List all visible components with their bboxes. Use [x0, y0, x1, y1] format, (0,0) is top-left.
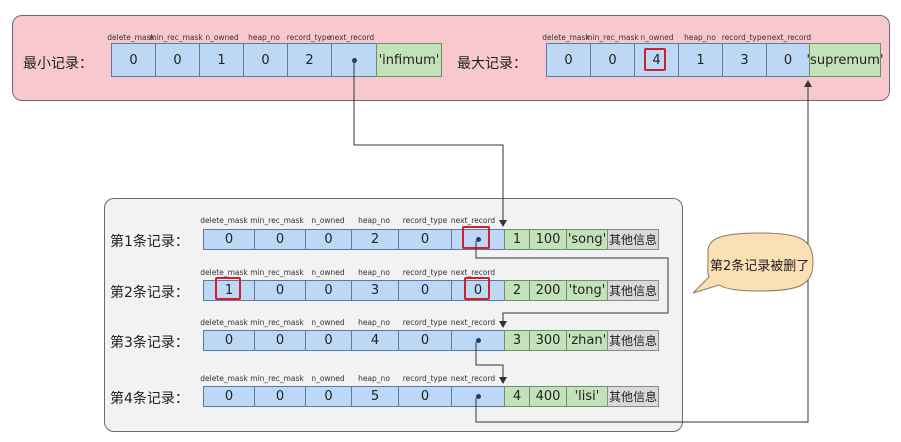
record-2-header-delete-mask: delete_mask — [200, 268, 248, 277]
record-4-num-cell: 400 — [529, 386, 567, 407]
record-2-other-cell: 其他信息 — [607, 280, 659, 301]
supremum-min-rec-mask-cell: 0 — [590, 43, 635, 77]
supremum-label: 最大记录： — [457, 56, 527, 72]
record-4-header-heap-no: heap_no — [358, 374, 390, 383]
supremum-header-delete-mask: delete_mask — [542, 33, 590, 42]
record-2-min-rec-mask-cell: 0 — [254, 280, 306, 301]
supremum-header-heap-no: heap_no — [684, 33, 716, 42]
record-3-other-cell: 其他信息 — [607, 330, 659, 351]
supremum-header-min-rec-mask: min_rec_mask — [585, 33, 639, 42]
record-2-next-record-highlight — [464, 277, 490, 300]
record-2-num-cell: 200 — [529, 280, 567, 301]
record-1-header-record-type: record_type — [402, 216, 448, 225]
record-3-label: 第3条记录： — [110, 335, 189, 351]
record-2-delete-mask-highlight — [215, 277, 241, 300]
arrow-record-1-to-record-3 — [475, 241, 669, 328]
callout-bubble — [692, 232, 814, 294]
record-4-label: 第4条记录： — [110, 391, 189, 407]
arrow-infimum-to-record-1 — [353, 63, 507, 227]
infimum-header-delete-mask: delete_mask — [107, 33, 155, 42]
infimum-header-n-owned: n_owned — [205, 33, 239, 42]
infimum-header-heap-no: heap_no — [248, 33, 280, 42]
record-1-id-cell: 1 — [504, 229, 530, 250]
infimum-header-record-type: record_type — [286, 33, 332, 42]
infimum-header-next-record: next_record — [329, 33, 375, 42]
record-1-header-min-rec-mask: min_rec_mask — [250, 216, 304, 225]
record-1-other-cell: 其他信息 — [607, 229, 659, 250]
record-1-next-record-cell — [451, 229, 505, 250]
infimum-heap-no-cell: 0 — [243, 43, 288, 77]
record-1-delete-mask-cell: 0 — [203, 229, 255, 250]
record-1-num-cell: 100 — [529, 229, 567, 250]
record-3-header-next-record: next_record — [450, 318, 496, 327]
record-2-header-next-record: next_record — [450, 268, 496, 277]
record-3-header-heap-no: heap_no — [358, 318, 390, 327]
infimum-min-rec-mask-cell: 0 — [155, 43, 200, 77]
supremum-data-cell: 'supremum' — [806, 43, 884, 77]
record-4-next-record-cell — [451, 386, 505, 407]
pointer-dot-icon — [351, 57, 357, 63]
record-2-header-heap-no: heap_no — [358, 268, 390, 277]
record-3-header-n-owned: n_owned — [311, 318, 345, 327]
supremum-header-next-record: next_record — [766, 33, 812, 42]
record-4-header-record-type: record_type — [402, 374, 448, 383]
supremum-record-type-cell: 3 — [722, 43, 767, 77]
record-4-header-n-owned: n_owned — [311, 374, 345, 383]
infimum-label: 最小记录： — [23, 56, 93, 72]
record-1-header-n-owned: n_owned — [311, 216, 345, 225]
record-2-id-cell: 2 — [504, 280, 530, 301]
pointer-dot-icon — [475, 237, 481, 242]
record-4-header-min-rec-mask: min_rec_mask — [250, 374, 304, 383]
infimum-n-owned-cell: 1 — [199, 43, 244, 77]
record-3-num-cell: 300 — [529, 330, 567, 351]
record-2-label: 第2条记录： — [110, 285, 189, 301]
pointer-dot-icon — [475, 338, 481, 343]
record-1-header-heap-no: heap_no — [358, 216, 390, 225]
callout-text: 第2条记录被删了 — [710, 259, 810, 274]
record-2-header-min-rec-mask: min_rec_mask — [250, 268, 304, 277]
infimum-delete-mask-cell: 0 — [111, 43, 156, 77]
record-3-header-delete-mask: delete_mask — [200, 318, 248, 327]
record-4-header-delete-mask: delete_mask — [200, 374, 248, 383]
supremum-delete-mask-cell: 0 — [546, 43, 591, 77]
record-3-next-record-cell — [451, 330, 505, 351]
infimum-data-cell: 'infimum' — [376, 43, 442, 77]
pointer-dot-icon — [475, 394, 481, 399]
record-4-other-cell: 其他信息 — [607, 386, 659, 407]
record-3-heap-no-cell: 4 — [351, 330, 399, 351]
arrow-record-3-to-record-4 — [475, 342, 507, 384]
record-3-header-min-rec-mask: min_rec_mask — [250, 318, 304, 327]
supremum-header-n-owned: n_owned — [640, 33, 674, 42]
supremum-n-owned-highlight — [644, 48, 666, 71]
supremum-header-record-type: record_type — [721, 33, 767, 42]
record-4-header-next-record: next_record — [450, 374, 496, 383]
record-1-header-delete-mask: delete_mask — [200, 216, 248, 225]
infimum-header-min-rec-mask: min_rec_mask — [149, 33, 203, 42]
record-1-header-next-record: next_record — [450, 216, 496, 225]
record-1-label: 第1条记录： — [110, 234, 189, 250]
record-2-header-record-type: record_type — [402, 268, 448, 277]
record-2-header-n-owned: n_owned — [311, 268, 345, 277]
record-3-header-record-type: record_type — [402, 318, 448, 327]
record-3-n-owned-cell: 0 — [305, 330, 352, 351]
